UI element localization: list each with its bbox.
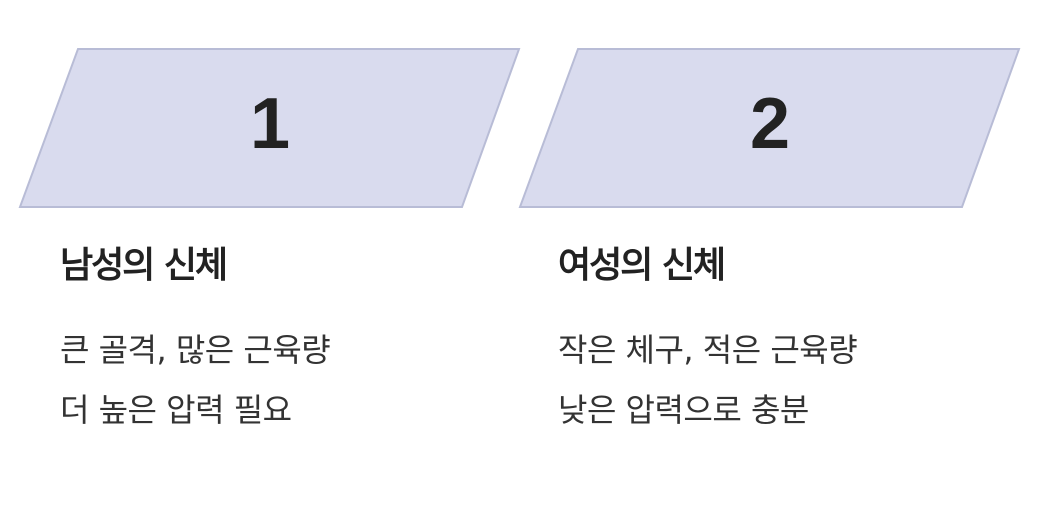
card-2-parallelogram (518, 48, 1021, 208)
card-1-title: 남성의 신체 (60, 245, 228, 286)
card-2-title: 여성의 신체 (558, 245, 726, 286)
card-1-line-2: 더 높은 압력 필요 (60, 391, 292, 429)
card-2-line-1: 작은 체구, 적은 근육량 (558, 331, 858, 369)
card-2-line-2: 낮은 압력으로 충분 (558, 391, 809, 429)
card-1-number: 1 (249, 84, 291, 164)
card-2-number: 2 (749, 84, 791, 164)
card-1-line-1: 큰 골격, 많은 근육량 (60, 331, 331, 369)
card-1-parallelogram (18, 48, 521, 208)
